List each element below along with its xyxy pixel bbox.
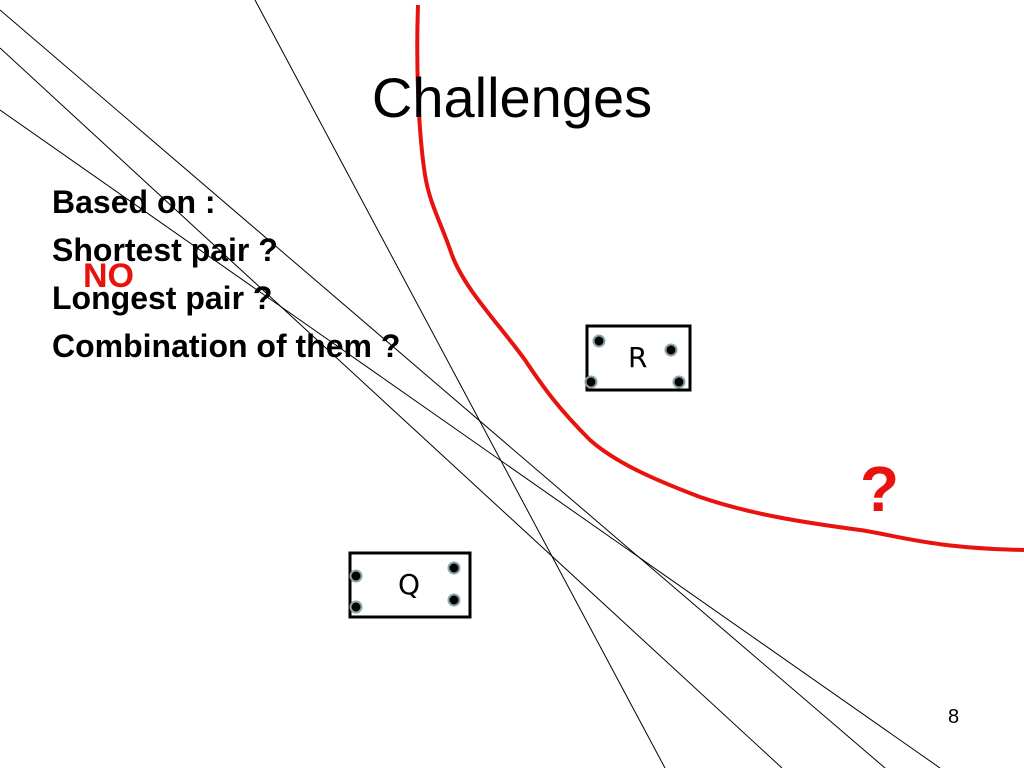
diagonal-line [254,0,666,768]
body-text: Based on : Shortest pair ? Longest pair … [52,178,400,370]
question-annotation: ? [860,453,900,525]
point-marker [447,593,461,607]
separating-curve [415,4,1024,552]
point-marker [592,334,606,348]
body-line-combination: Combination of them ? [52,328,401,364]
diagonal-line [0,109,941,768]
point-marker [672,375,686,389]
body-line-based-on: Based on : [52,184,216,220]
diagonal-line [0,9,886,768]
box-r [585,324,692,392]
diagonal-line [0,47,783,768]
box-r-label: R [628,341,648,374]
no-annotation: NO [83,257,134,295]
point-marker [349,600,363,614]
box-q-label: Q [398,568,421,601]
point-marker [664,343,678,357]
point-marker [447,561,461,575]
point-marker [349,569,363,583]
slide-title: Challenges [371,66,653,129]
body-line-longest-pair: Longest pair ? [52,280,273,316]
page-number: 8 [948,706,960,728]
body-line-shortest-pair: Shortest pair ? [52,232,278,268]
point-marker [584,375,598,389]
